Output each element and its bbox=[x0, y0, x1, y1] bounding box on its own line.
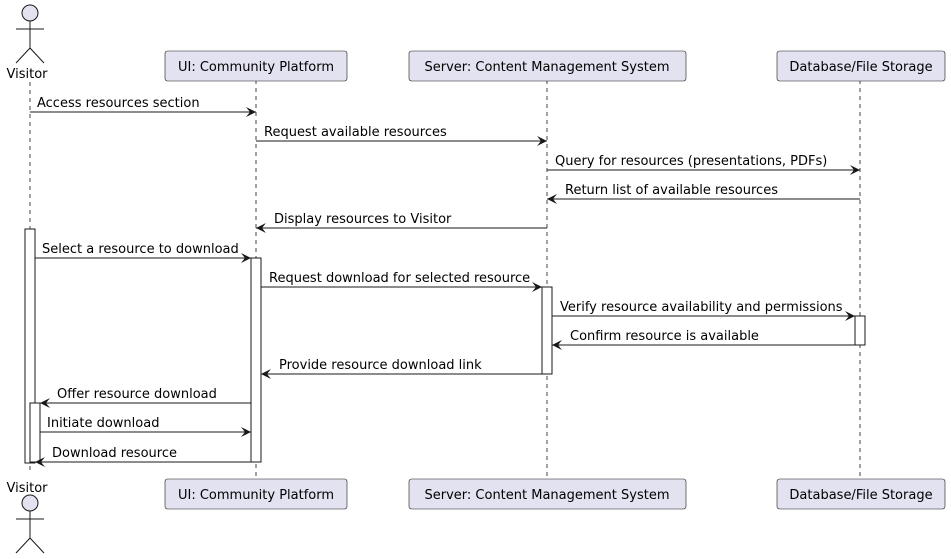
participant-label: Server: Content Management System bbox=[425, 488, 670, 503]
message-label: Display resources to Visitor bbox=[274, 212, 452, 227]
message-3: Query for resources (presentations, PDFs… bbox=[547, 154, 860, 175]
activation-visitor bbox=[24, 228, 36, 464]
actor-icon bbox=[15, 4, 45, 64]
activation-server bbox=[541, 286, 553, 375]
message-8: Verify resource availability and permiss… bbox=[552, 300, 855, 321]
participant-label: Database/File Storage bbox=[789, 60, 932, 75]
actor-icon bbox=[15, 494, 45, 554]
message-label: Provide resource download link bbox=[279, 358, 482, 373]
messages: Access resources section Request availab… bbox=[30, 96, 860, 467]
message-label: Initiate download bbox=[47, 416, 159, 431]
message-label: Query for resources (presentations, PDFs… bbox=[555, 154, 827, 169]
message-1: Access resources section bbox=[30, 96, 256, 117]
message-10: Provide resource download link bbox=[261, 358, 542, 379]
participant-ui-top: UI: Community Platform bbox=[164, 50, 348, 82]
participant-db-bottom: Database/File Storage bbox=[776, 478, 946, 510]
message-6: Select a resource to download bbox=[35, 242, 251, 263]
participant-label: Visitor bbox=[7, 481, 49, 496]
participant-label: UI: Community Platform bbox=[178, 488, 334, 503]
message-label: Download resource bbox=[52, 446, 177, 461]
message-4: Return list of available resources bbox=[547, 183, 860, 204]
message-12: Initiate download bbox=[40, 416, 251, 437]
message-label: Return list of available resources bbox=[565, 183, 778, 198]
participant-db-top: Database/File Storage bbox=[776, 50, 946, 82]
participant-visitor-top: Visitor bbox=[7, 4, 49, 82]
participant-label: UI: Community Platform bbox=[178, 60, 334, 75]
participant-visitor-bottom: Visitor bbox=[7, 481, 49, 554]
message-label: Select a resource to download bbox=[42, 242, 239, 257]
participant-server-top: Server: Content Management System bbox=[408, 50, 687, 82]
message-7: Request download for selected resource bbox=[261, 271, 542, 292]
message-9: Confirm resource is available bbox=[552, 329, 855, 350]
participant-label: Database/File Storage bbox=[789, 488, 932, 503]
participant-label: Server: Content Management System bbox=[425, 60, 670, 75]
message-13: Download resource bbox=[35, 446, 251, 467]
participant-ui-bottom: UI: Community Platform bbox=[164, 478, 348, 510]
activation-db bbox=[854, 315, 866, 346]
message-label: Request download for selected resource bbox=[269, 271, 530, 286]
message-label: Request available resources bbox=[264, 125, 447, 140]
message-2: Request available resources bbox=[256, 125, 547, 146]
message-label: Offer resource download bbox=[57, 387, 217, 402]
message-label: Verify resource availability and permiss… bbox=[560, 300, 843, 315]
message-label: Access resources section bbox=[37, 96, 200, 111]
activation-visitor-download bbox=[29, 402, 41, 463]
message-11: Offer resource download bbox=[40, 387, 251, 408]
participant-server-bottom: Server: Content Management System bbox=[408, 478, 687, 510]
message-label: Confirm resource is available bbox=[570, 329, 759, 344]
message-5: Display resources to Visitor bbox=[256, 212, 547, 233]
participant-label: Visitor bbox=[7, 67, 49, 82]
activation-ui bbox=[250, 257, 262, 463]
